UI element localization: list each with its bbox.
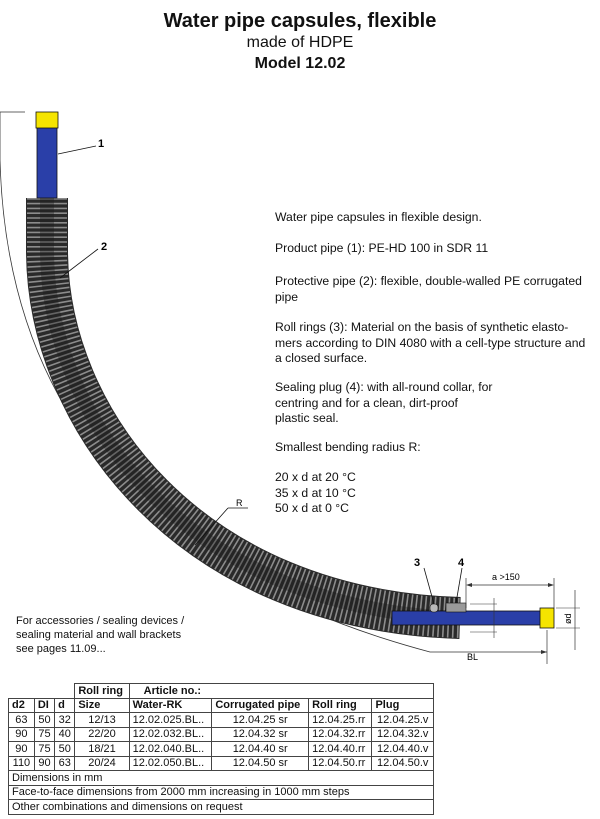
plug-top [35, 111, 59, 129]
model-label: Model 12.02 [254, 55, 346, 72]
sealing-plug [445, 602, 467, 613]
desc-protective-pipe-2: pipe [275, 289, 299, 304]
desc-sealing-3: plastic seal. [275, 411, 339, 425]
label-R: R [236, 498, 243, 508]
label-od: ød [563, 613, 573, 624]
label-BL: BL [467, 652, 478, 662]
table-row: 90 75 40 22/20 12.02.032.BL.. 12.04.32 s… [8, 726, 434, 742]
desc-sealing: Sealing plug (4): with all-round collar,… [275, 380, 493, 394]
footer-other: Other combinations and dimensions on req… [8, 799, 434, 815]
label-a: a >150 [492, 572, 520, 582]
footer-face-to-face: Face-to-face dimensions from 2000 mm inc… [8, 784, 434, 800]
col-water-rk: Water-RK [128, 697, 213, 713]
description: Water pipe capsules in flexible design. [275, 210, 590, 226]
desc-roll-rings: Roll rings (3): Material on the basis of… [275, 320, 569, 334]
table-row: 63 50 32 12/13 12.02.025.BL.. 12.04.25 s… [8, 712, 434, 728]
page-subtitle: made of HDPE [246, 34, 354, 51]
desc-bending-title: Smallest bending radius R: [275, 440, 421, 454]
desc-bend-3: 50 x d at 0 °C [275, 501, 349, 515]
table-row: 90 75 50 18/21 12.02.040.BL.. 12.04.40 s… [8, 741, 434, 757]
desc-protective-pipe: Protective pipe (2): flexible, double-wa… [275, 274, 582, 288]
pipe-drawing: 1 2 3 4 R a >150 ød BL [0, 111, 580, 664]
label-3: 3 [414, 557, 420, 569]
desc-bend-2: 35 x d at 10 °C [275, 485, 356, 500]
accessories-note: For accessories / sealing devices / seal… [16, 615, 185, 655]
col-corrugated-pipe: Corrugated pipe [211, 697, 310, 713]
corrugation-ribs [27, 198, 461, 638]
desc-sealing-2: centring and for a clean, dirt-proof [275, 395, 458, 410]
col-d2: d2 [8, 697, 35, 713]
table-group-header: Roll ring Article no.: [8, 683, 435, 699]
label-1: 1 [98, 138, 104, 150]
desc-bend-1: 20 x d at 20 °C [275, 470, 356, 484]
table-header-row: d2 DI d Size Water-RK Corrugated pipe Ro… [8, 697, 434, 713]
label-4: 4 [458, 557, 465, 569]
col-di: DI [33, 697, 56, 713]
desc-roll-rings-2: mers according to DIN 4080 with a cell-t… [275, 335, 586, 350]
desc-intro: Water pipe capsules in flexible design. [275, 210, 482, 224]
col-roll-ring: Roll ring [308, 697, 373, 713]
label-2: 2 [101, 241, 107, 253]
corrugation-shade [40, 198, 461, 625]
desc-product-pipe: Product pipe (1): PE-HD 100 in SDR 11 [275, 241, 489, 255]
col-d: d [54, 697, 76, 713]
footer-dimensions: Dimensions in mm [8, 770, 434, 786]
group-roll-ring: Roll ring [74, 683, 130, 699]
plug-right [539, 607, 555, 629]
table-row: 110 90 63 20/24 12.02.050.BL.. 12.04.50 … [8, 755, 434, 771]
product-pipe-top [36, 125, 58, 199]
roll-ring [429, 603, 439, 613]
col-plug: Plug [371, 697, 434, 713]
page-title: Water pipe capsules, flexible [163, 10, 437, 32]
group-article: Article no.: [128, 683, 435, 699]
desc-roll-rings-3: a closed surface. [275, 351, 368, 365]
col-size: Size [74, 697, 130, 713]
product-pipe-right [391, 610, 543, 626]
dimensions-table: Roll ring Article no.: d2 DI d Size Wate… [8, 683, 435, 815]
